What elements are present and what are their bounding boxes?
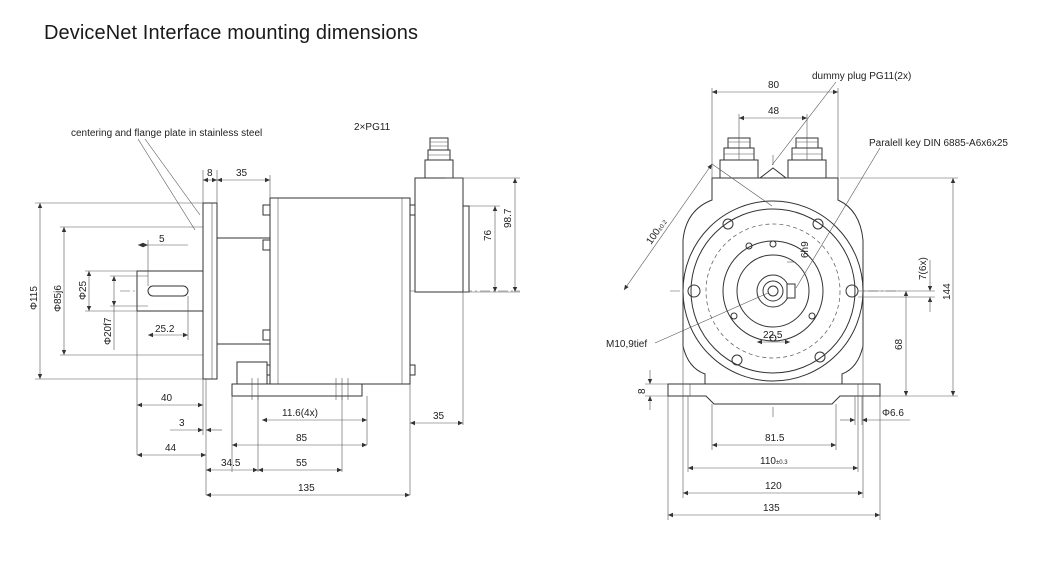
dim-7: 7(6x)	[918, 257, 929, 280]
base-foot	[667, 383, 881, 405]
gearbox-neck-top	[216, 203, 271, 242]
dim-48: 48	[768, 106, 780, 117]
dim-phi85: Φ85j6	[53, 285, 64, 312]
motor-body	[269, 197, 411, 385]
shaft-key	[147, 285, 189, 297]
bolt-circle	[705, 223, 841, 359]
dim-8: 8	[207, 168, 213, 179]
dim-22-5: 22.5	[763, 330, 783, 341]
dim-144: 144	[942, 283, 953, 300]
dim-135-front: 135	[763, 503, 780, 514]
dummy-plug-label: dummy plug PG11(2x)	[812, 71, 911, 82]
dim-80: 80	[768, 80, 780, 91]
key-slot	[786, 283, 796, 299]
dim-5: 5	[159, 234, 165, 245]
dim-81-5: 81.5	[765, 433, 785, 444]
flange-plate	[202, 202, 218, 380]
dim-135-side: 135	[298, 483, 315, 494]
dim-85: 85	[296, 433, 308, 444]
dim-3: 3	[179, 418, 185, 429]
cable-gland	[424, 137, 454, 179]
dim-44: 44	[165, 443, 177, 454]
dim-phi25: Φ25	[78, 280, 89, 300]
dim-6h9: 6h9	[800, 241, 811, 258]
dim-68: 68	[894, 338, 905, 350]
dim-35-right: 35	[433, 411, 445, 422]
dim-40: 40	[161, 393, 173, 404]
dim-55: 55	[296, 458, 308, 469]
dim-phi20: Φ20f7	[103, 317, 114, 345]
bolt-holes	[687, 218, 859, 366]
dim-76: 76	[483, 229, 494, 241]
mounting-foot	[231, 383, 363, 397]
dim-98-7: 98.7	[503, 208, 514, 228]
dim-25-2: 25.2	[155, 324, 175, 335]
dim-11-6: 11.6(4x)	[282, 408, 318, 419]
page-title: DeviceNet Interface mounting dimensions	[44, 22, 419, 44]
thread-label: M10,9tief	[606, 339, 647, 350]
dim-110: 110±0.3	[760, 456, 788, 467]
side-view: centering and flange plate in stainless …	[29, 122, 520, 498]
dim-120: 120	[765, 481, 782, 492]
dim-phi6-6: Φ6.6	[882, 408, 904, 419]
dim-phi115: Φ115	[29, 286, 40, 310]
cable-gland-label: 2×PG11	[354, 122, 391, 133]
interface-box	[414, 177, 464, 293]
key-label: Paralell key DIN 6885-A6x6x25	[869, 138, 1008, 149]
dim-35-top: 35	[236, 168, 248, 179]
dim-34-5: 34.5	[221, 458, 241, 469]
flange-note: centering and flange plate in stainless …	[71, 128, 262, 139]
dim-8-front: 8	[637, 388, 648, 394]
front-view: dummy plug PG11(2x) Paralell key DIN 688…	[606, 71, 1008, 520]
